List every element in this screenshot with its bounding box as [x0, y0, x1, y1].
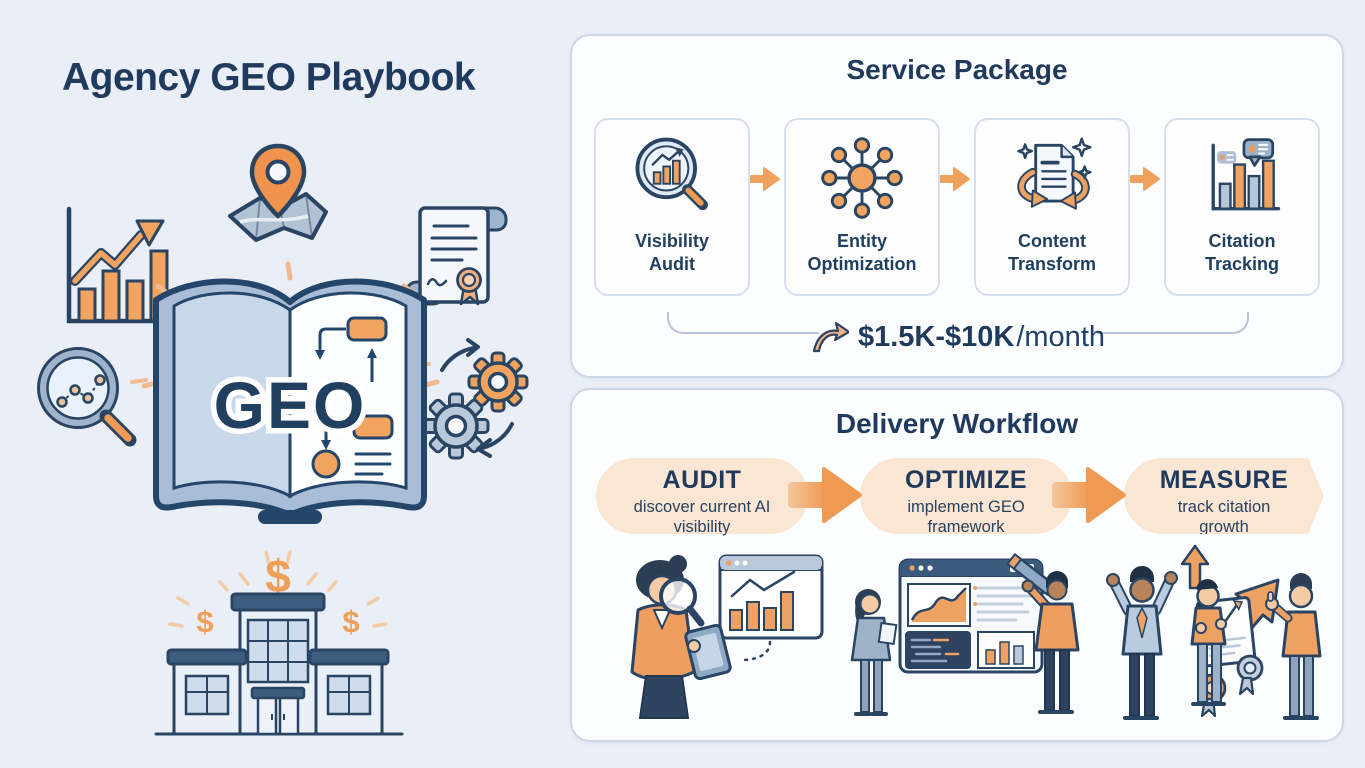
- audit-illustration: [630, 554, 824, 719]
- step-name: OPTIMIZE: [904, 466, 1028, 494]
- workflow-arrow-icon: [788, 467, 862, 523]
- entity-network-icon: [821, 137, 903, 219]
- optimize-illustration: [850, 552, 1080, 716]
- delivery-workflow-title: Delivery Workflow: [835, 408, 1079, 439]
- page-title: Agency GEO Playbook: [62, 56, 476, 99]
- price-bracket-right: [1097, 312, 1249, 334]
- price-row: $1.5K-$10K/month: [572, 314, 1342, 360]
- service-package-panel: Service Package Visibility Audit: [570, 34, 1344, 378]
- magnifier-trend-icon: [37, 347, 148, 447]
- card-entity-optimization: Entity Optimization: [784, 118, 940, 296]
- card-label: Citation Tracking: [1204, 231, 1280, 274]
- price-range: $1.5K-$10K: [857, 320, 1015, 353]
- card-visibility-audit: Visibility Audit: [594, 118, 750, 296]
- step-name: AUDIT: [662, 466, 742, 494]
- citation-tracking-icon: [1211, 138, 1281, 211]
- dollar-sign: $: [196, 604, 213, 639]
- step-description: track citation growth: [1177, 498, 1271, 537]
- flow-arrow-icon: [1130, 167, 1160, 191]
- gears-icon: [413, 338, 529, 460]
- visibility-audit-icon: [635, 137, 708, 211]
- step-optimize: OPTIMIZE implement GEO framework: [860, 458, 1072, 537]
- service-package-title: Service Package: [846, 54, 1068, 85]
- price-bracket-left: [667, 312, 819, 334]
- price-arrow-icon: [812, 321, 849, 353]
- card-citation-tracking: Citation Tracking: [1164, 118, 1320, 296]
- map-pin-icon: [228, 143, 328, 242]
- step-audit: AUDIT discover current AI visibility: [596, 458, 808, 537]
- dollar-sign: $: [342, 604, 359, 639]
- card-label: Visibility Audit: [635, 231, 709, 274]
- geo-book-label: GEO: [214, 368, 367, 442]
- workflow-arrow-icon: [1052, 467, 1126, 523]
- card-label: Content Transform: [1007, 231, 1097, 274]
- price-suffix: /month: [1016, 320, 1106, 353]
- agency-building-illustration: $ $ $: [154, 550, 404, 736]
- certificate-icon: [404, 206, 508, 306]
- delivery-workflow-panel: Delivery Workflow AUDIT discover current…: [570, 388, 1344, 742]
- geo-book-illustration: GEO: [141, 261, 440, 524]
- card-content-transform: Content Transform: [974, 118, 1130, 296]
- content-transform-icon: [1017, 137, 1092, 210]
- measure-illustration: [1106, 544, 1322, 720]
- step-name: MEASURE: [1159, 466, 1289, 494]
- step-measure: MEASURE track citation growth: [1124, 458, 1324, 534]
- flow-arrow-icon: [940, 167, 970, 191]
- card-label: Entity Optimization: [807, 231, 917, 274]
- step-description: discover current AI visibility: [633, 498, 771, 537]
- flow-arrow-icon: [750, 167, 780, 191]
- step-description: implement GEO framework: [907, 498, 1025, 537]
